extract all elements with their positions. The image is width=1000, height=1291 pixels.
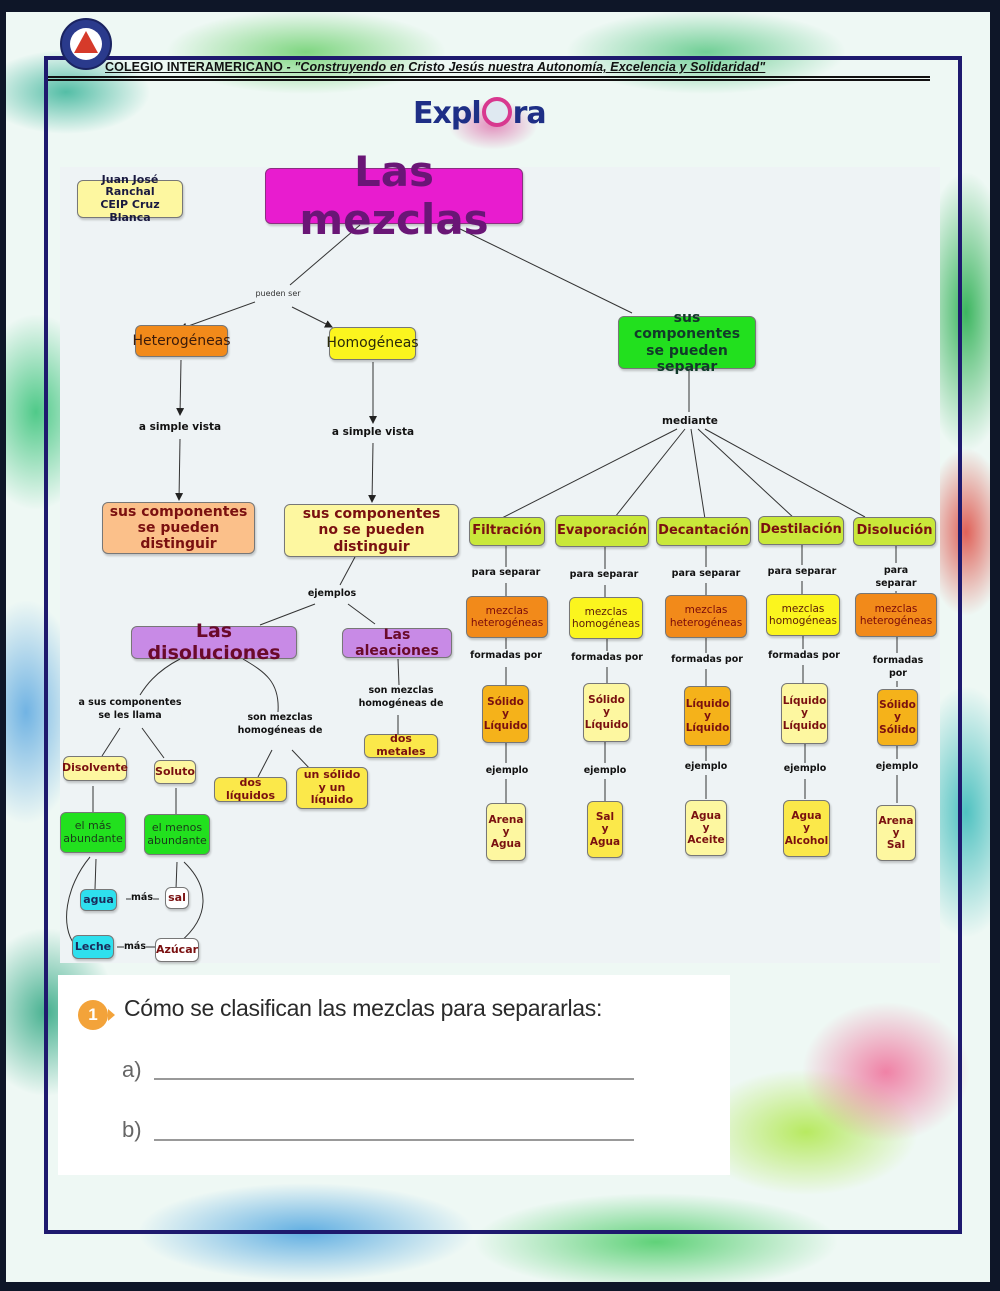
concept-leche: Leche: [72, 935, 114, 959]
type-homogeneas: mezclas homogéneas: [766, 594, 840, 636]
components: Sólido y Sólido: [877, 689, 918, 746]
example: Arena y Agua: [486, 803, 526, 861]
concept-no-se-pueden-distinguir: sus componentes no se pueden distinguir: [284, 504, 459, 557]
exercise-question: Cómo se clasifican las mezclas para sepa…: [124, 995, 603, 1021]
school-motto: - "Construyendo en Cristo Jesús nuestra …: [282, 60, 766, 74]
type-homogeneas: mezclas homogéneas: [569, 597, 643, 639]
components: Sólido y Líquido: [482, 685, 529, 743]
connector-lines: [66, 224, 898, 948]
link-label: formadas por: [470, 650, 542, 663]
concept-dos-liquidos: dos líquidos: [214, 776, 287, 802]
concept-soluto: Soluto: [154, 760, 196, 784]
page-frame: [44, 56, 962, 1234]
school-crest-icon: [60, 18, 112, 70]
concept-sal: sal: [165, 887, 189, 909]
link-label: formadas por: [571, 652, 643, 665]
link-label: para separar: [471, 567, 541, 580]
link-label: ejemplo: [583, 765, 627, 778]
method-disolucion: Disolución: [853, 517, 936, 546]
concept-azucar: Azúcar: [155, 938, 199, 962]
method-decantacion: Decantación: [656, 517, 751, 546]
concept-dos-metales: dos metales: [364, 733, 438, 758]
school-name: COLEGIO INTERAMERICANO: [105, 60, 283, 74]
header-rule: [48, 76, 930, 78]
link-label: ejemplo: [783, 763, 827, 776]
exercise-box: 1 Cómo se clasifican las mezclas para se…: [58, 975, 730, 1175]
magnifier-icon: [481, 97, 512, 127]
author-credit: Juan José Ranchal CEIP Cruz Blanca: [77, 173, 183, 223]
concept-solido-liquido: un sólido y un líquido: [296, 767, 368, 809]
components: Líquido y Líquido: [684, 686, 731, 746]
header-rule: [48, 79, 930, 81]
link-label: formadas por: [671, 654, 743, 667]
concept-heterogeneas: Heterogéneas: [132, 325, 231, 357]
link-label: a sus componentes se les llama: [78, 697, 182, 723]
components: Líquido y Líquido: [781, 683, 828, 744]
method-filtracion: Filtración: [469, 517, 545, 546]
concept-menos-abundante: el menos abundante: [144, 814, 210, 855]
example: Arena y Sal: [876, 805, 916, 861]
concept-se-pueden-distinguir: sus componentes se pueden distinguir: [102, 502, 255, 554]
example: Sal y Agua: [587, 801, 623, 858]
exercise-number-badge: 1: [78, 1000, 115, 1030]
link-label: ejemplos: [307, 588, 357, 601]
method-evaporacion: Evaporación: [555, 515, 649, 547]
concept-mas-abundante: el más abundante: [60, 812, 126, 853]
example: Agua y Aceite: [685, 800, 727, 856]
link-label: ejemplo: [485, 765, 529, 778]
link-label: son mezclas homogéneas de: [358, 685, 444, 711]
answer-field-a[interactable]: [154, 1078, 634, 1080]
link-label: son mezclas homogéneas de: [237, 712, 323, 738]
concept-disoluciones: Las disoluciones: [131, 620, 297, 663]
method-destilacion: Destilación: [758, 516, 844, 545]
link-label: para separar: [767, 566, 837, 579]
concept-se-pueden-separar: sus componentes se pueden separar: [618, 310, 756, 375]
link-label: mediante: [662, 414, 718, 429]
school-header: COLEGIO INTERAMERICANO - "Construyendo e…: [105, 60, 765, 74]
components: Sólido y Líquido: [583, 683, 630, 742]
link-label: más: [124, 941, 146, 954]
concept-map: Juan José Ranchal CEIP Cruz Blanca Las m…: [60, 147, 940, 963]
answer-label-a: a): [122, 1057, 142, 1082]
type-heterogeneas: mezclas heterogéneas: [466, 596, 548, 638]
link-label: formadas por: [768, 650, 840, 663]
concept-agua: agua: [80, 889, 117, 911]
link-label: más: [131, 892, 153, 905]
concept-aleaciones: Las aleaciones: [342, 627, 452, 659]
link-label: para separar: [569, 569, 639, 582]
link-label: pueden ser: [255, 289, 301, 300]
answer-field-b[interactable]: [154, 1139, 634, 1141]
link-label: para separar: [671, 568, 741, 581]
link-label: a simple vista: [331, 425, 415, 440]
type-heterogeneas: mezclas heterogéneas: [665, 595, 747, 638]
type-heterogeneas: mezclas heterogéneas: [855, 593, 937, 637]
concept-homogeneas: Homogéneas: [326, 327, 419, 360]
concept-title: Las mezclas: [265, 147, 523, 244]
example: Agua y Alcohol: [783, 800, 830, 857]
link-label: ejemplo: [684, 761, 728, 774]
concept-disolvente: Disolvente: [62, 756, 128, 781]
link-label: a simple vista: [138, 420, 222, 435]
link-label: ejemplo: [875, 761, 919, 774]
link-label: formadas por: [872, 655, 924, 681]
link-label: para separar: [874, 565, 918, 591]
answer-label-b: b): [122, 1117, 142, 1142]
